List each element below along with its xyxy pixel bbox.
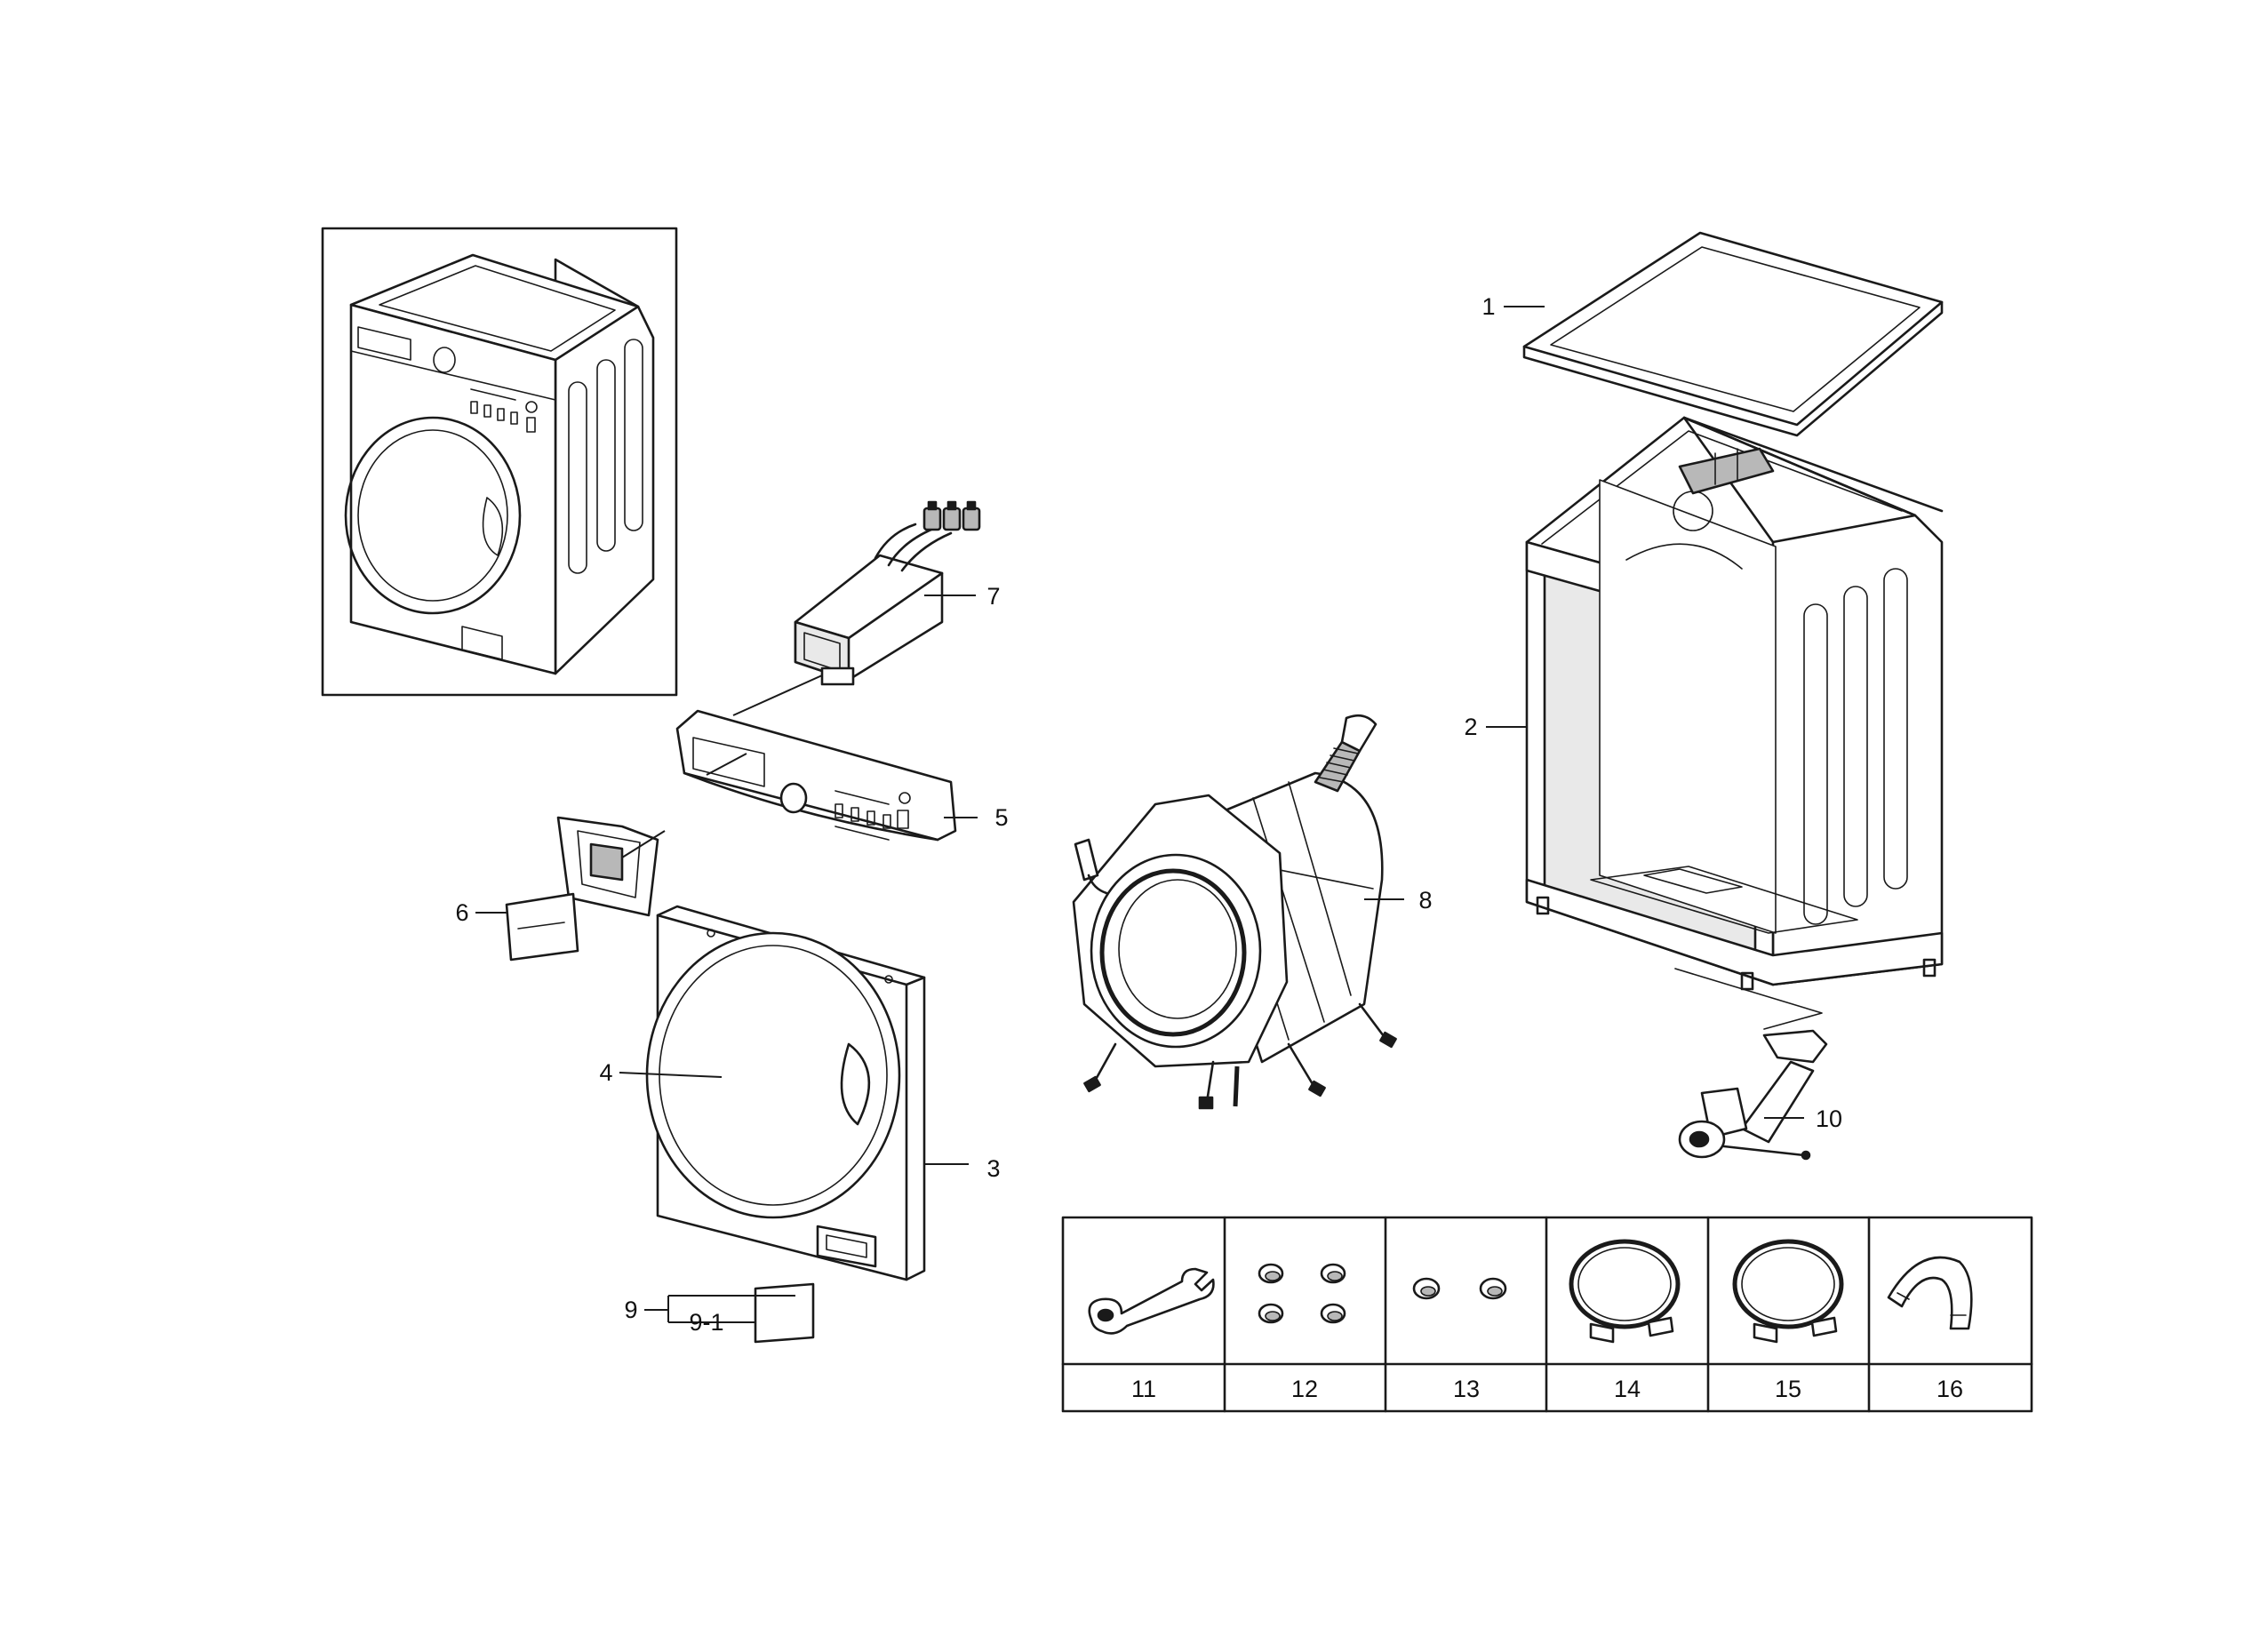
callout-10: 10 [1816,1105,1842,1132]
drawer-handle [517,922,565,930]
part-8-tub-assembly [1072,714,1397,1110]
inset-panel-divider [350,350,556,401]
tub-opening-gasket [1099,868,1247,1037]
accessories-labels: 11 12 13 14 15 16 [1131,1376,1963,1402]
drawer-compartment [577,830,641,898]
part-2-cabinet [1525,416,1944,991]
caps-2-icon [1412,1277,1507,1300]
cabinet-top-rail [1682,416,1944,513]
valve-hoses [874,523,953,572]
accessory-label-15: 15 [1775,1376,1801,1402]
inlet-valves [922,500,981,531]
callout-3: 3 [986,1155,1000,1182]
accessory-label-13: 13 [1453,1376,1480,1402]
assembled-washer-inset [321,227,678,697]
pump-drain-tube-end [1801,1150,1811,1161]
pump-drain-tube [1722,1145,1806,1157]
hose-guide-icon [1887,1256,1973,1330]
callout-9-1: 9-1 [689,1309,723,1336]
callout-7: 7 [986,583,1000,610]
inset-buttons [470,388,538,433]
inset-door-inner [357,429,508,602]
drawer-front [505,892,579,962]
part-7-dispenser-housing [794,500,981,686]
tub-bellows [1314,714,1378,793]
control-panel-drawer-window [692,737,765,787]
water-hose-icon [1569,1239,1681,1344]
door-handle [840,1042,871,1126]
water-hose-icon [1732,1239,1844,1344]
inset-frame [321,227,678,697]
part-1-top-cover [1522,231,1944,437]
cabinet-top-bracket [1678,447,1775,495]
inset-door-handle [482,497,504,556]
accessory-label-14: 14 [1614,1376,1641,1402]
front-panel-filter-detail [826,1234,867,1258]
inset-front [349,303,557,675]
cabinet-base-tray [1590,866,1858,934]
dispenser-housing-tab [820,666,855,686]
inset-knob [433,347,456,373]
control-panel-bottom [683,771,939,842]
cabinet-base [1525,878,1944,986]
cabinet-top-frame [1525,416,1917,544]
callout-2: 2 [1464,714,1477,740]
accessory-label-16: 16 [1937,1376,1963,1402]
callout-9: 9 [624,1297,637,1323]
callout-4: 4 [599,1059,612,1086]
callout-labels: 1 2 3 4 5 6 7 8 9 9-1 10 [455,293,1842,1336]
cabinet-base-opening [1643,868,1743,894]
tub-opening-inner [1118,879,1237,1019]
pump-filter-cap [1689,1130,1710,1148]
control-panel-knob [779,782,808,814]
cabinet-back-panel [1599,479,1777,934]
cabinet-side-ribs [1803,568,1908,925]
part-9-1-filter-cover [754,1282,815,1344]
door-inner-ring [659,945,888,1206]
top-cover-edge [1522,300,1944,437]
inset-top-lid [379,265,616,352]
part-10-drain-pump [1674,968,1828,1161]
accessory-label-11: 11 [1131,1376,1156,1402]
tub-left-fitting [1074,838,1099,882]
cabinet-top-frame-inner [1541,430,1903,545]
callout-8: 8 [1418,887,1432,914]
cabinet-back-curve [1625,543,1743,570]
accessory-label-12: 12 [1291,1376,1318,1402]
tub-left-hose [1087,874,1108,895]
inset-filter-cover [461,626,503,660]
control-panel-buttons [835,790,911,841]
pump-inlet-fitting [1762,1029,1828,1064]
pump-reference-line [1674,968,1823,1030]
cabinet-feet [1536,896,1937,991]
inset-side-ribs [568,339,643,574]
part-4-door [645,931,901,1219]
inset-door-outer [344,416,522,615]
pump-hose [1740,1060,1815,1144]
part-5-control-panel [675,709,957,842]
leader-lines [475,306,1804,1323]
callout-5: 5 [994,804,1008,831]
top-cover-inner [1550,246,1921,412]
accessories-table: 11 12 13 14 15 16 [1061,1216,2033,1413]
part-6-detergent-drawer [505,816,659,962]
accessories-table-column-dividers [1223,1216,1871,1413]
tub-dampers [1083,1002,1397,1110]
wrench-icon [1088,1267,1215,1335]
callout-1: 1 [1481,293,1495,320]
callout-6: 6 [455,899,468,926]
inset-drawer [357,326,411,361]
cabinet-bracket-detail [1714,448,1738,485]
top-cover-outer [1522,231,1944,427]
leveling-caps-4-icon [1258,1263,1346,1324]
filter-cover [754,1282,815,1344]
drawer-insert [589,842,624,882]
door-outer-ring [645,931,901,1219]
